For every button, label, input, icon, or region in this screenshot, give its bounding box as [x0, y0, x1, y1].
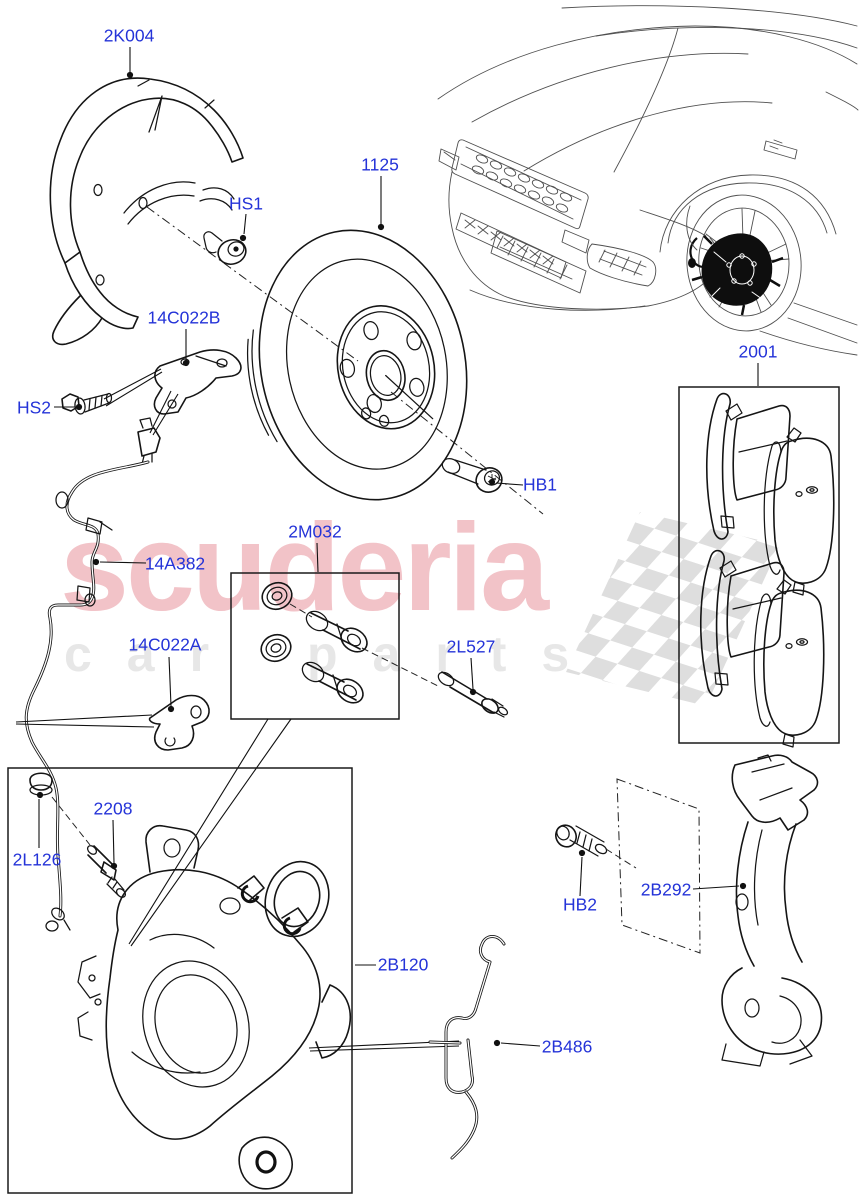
leader-lines — [36, 47, 759, 1047]
guide-pin-bushings-drawing — [260, 581, 368, 704]
brake-pads-box — [678, 386, 840, 748]
part-label-HB2[interactable]: HB2 — [562, 894, 598, 915]
assembly-plane-dashed — [616, 778, 701, 954]
part-label-2B120[interactable]: 2B120 — [377, 954, 429, 975]
part-label-2208[interactable]: 2208 — [93, 798, 133, 819]
abs-sensor-harness-drawing — [24, 417, 161, 932]
bolt-hb2-drawing — [555, 824, 637, 869]
bolt-hs2-drawing — [61, 392, 113, 415]
piston-seal-drawing — [264, 860, 330, 938]
dust-shield-drawing — [49, 77, 244, 346]
pad-spring-clip-2b486-drawing — [428, 935, 506, 1160]
brake-disc-drawing — [146, 206, 544, 515]
brake-assembly-highlight — [688, 233, 784, 316]
sensor-bracket-14c022b-drawing — [103, 349, 242, 436]
part-label-2001[interactable]: 2001 — [738, 341, 778, 362]
headlight-right — [561, 229, 590, 254]
part-label-2B486[interactable]: 2B486 — [541, 1036, 593, 1057]
sensor-bracket-14c022a-drawing — [15, 694, 210, 751]
bolt-hs1-drawing — [203, 231, 247, 266]
caliper-2b120-drawing — [77, 824, 352, 1190]
guide-pin-kit-box — [128, 572, 439, 947]
car-illustration — [437, 5, 859, 356]
part-label-HS1[interactable]: HS1 — [228, 193, 264, 214]
part-label-14A382[interactable]: 14A382 — [144, 553, 206, 574]
checkered-flag-watermark — [566, 512, 780, 706]
part-label-2L126[interactable]: 2L126 — [12, 849, 62, 870]
fog-lamp — [586, 243, 657, 287]
bolt-hb1-drawing — [441, 457, 503, 493]
part-label-14C022A[interactable]: 14C022A — [128, 634, 202, 655]
part-label-2B292[interactable]: 2B292 — [640, 879, 692, 900]
part-label-HS2[interactable]: HS2 — [16, 397, 52, 418]
watermark-brand: scuderia — [60, 499, 549, 637]
part-label-2K004[interactable]: 2K004 — [103, 25, 155, 46]
part-label-1125[interactable]: 1125 — [361, 154, 399, 175]
brake-pad-flat — [763, 427, 835, 596]
part-label-2L527[interactable]: 2L527 — [446, 636, 496, 657]
caliper-box — [7, 767, 460, 1194]
guide-pin-2l527-drawing — [437, 671, 509, 718]
part-label-2M032[interactable]: 2M032 — [288, 521, 342, 542]
part-label-HB1[interactable]: HB1 — [522, 474, 558, 495]
headlight-left — [438, 148, 460, 171]
watermark-tagline: car parts — [64, 626, 605, 682]
caliper-carrier-2b292-drawing — [721, 754, 823, 1067]
part-label-14C022B[interactable]: 14C022B — [147, 307, 221, 328]
